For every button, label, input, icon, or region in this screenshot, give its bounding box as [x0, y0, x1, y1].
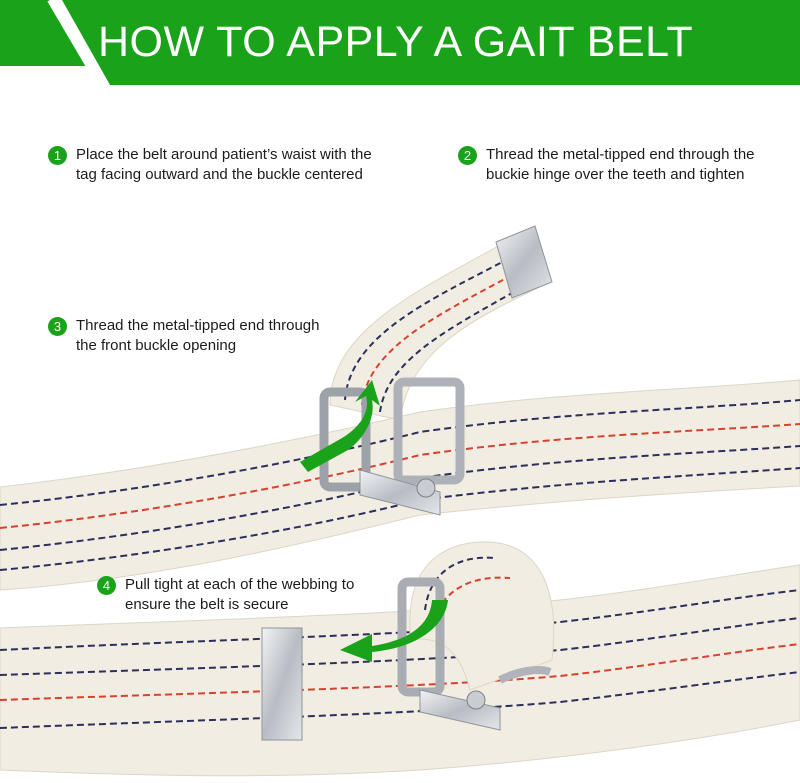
- step-text: Thread the metal-tipped end through the …: [486, 146, 755, 183]
- page-title: HOW TO APPLY A GAIT BELT: [98, 18, 694, 66]
- step-1: 1 Place the belt around patient’s waist …: [48, 145, 388, 185]
- banner-divider: [47, 0, 93, 70]
- step-text: Place the belt around patient’s waist wi…: [76, 146, 372, 183]
- step-number-badge: 3: [48, 317, 67, 336]
- step-number-badge: 2: [458, 146, 477, 165]
- lower-green-arrow: [340, 600, 448, 662]
- header-banner: HOW TO APPLY A GAIT BELT: [0, 0, 800, 88]
- step-number-badge: 1: [48, 146, 67, 165]
- step-4: 4 Pull tight at each of the webbing to e…: [97, 575, 397, 615]
- step-3: 3 Thread the metal-tipped end through th…: [48, 316, 348, 356]
- step-2: 2 Thread the metal-tipped end through th…: [458, 145, 778, 185]
- lower-metal-tip: [261, 627, 303, 741]
- step-text: Thread the metal-tipped end through the …: [76, 317, 320, 354]
- upper-belt-loop: [329, 244, 551, 421]
- upper-metal-tip: [495, 225, 553, 299]
- upper-green-arrow: [300, 380, 380, 472]
- banner-left-tab: [0, 0, 88, 66]
- lower-buckle: [397, 577, 552, 731]
- banner-main-band: [62, 0, 800, 85]
- banner-shape: [0, 0, 800, 85]
- step-text: Pull tight at each of the webbing to ens…: [125, 576, 355, 613]
- upper-buckle: [319, 377, 465, 516]
- step-number-badge: 4: [97, 576, 116, 595]
